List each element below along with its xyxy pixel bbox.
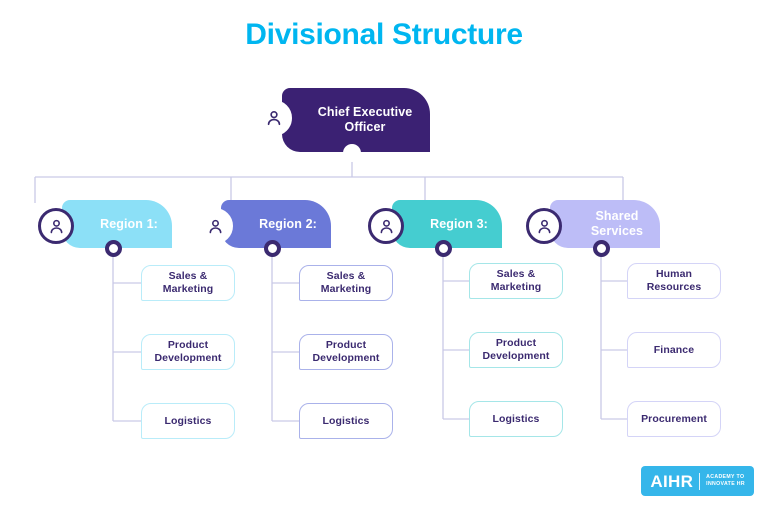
leaf-label: Sales & Marketing [490,268,542,293]
leaf-shared-services-finance[interactable]: Finance [627,332,721,368]
node-label: Region 3: [430,216,488,231]
leaf-label: Logistics [322,414,370,427]
person-icon [197,208,233,244]
person-icon [256,100,292,136]
leaf-label: Sales & Marketing [162,270,214,295]
leaf-label: Product Development [482,337,550,362]
connector-dot-ceo [343,144,361,162]
node-label: Chief Executive Officer [317,105,413,134]
aihr-logo: AIHR ACADEMY TO INNOVATE HR [641,466,754,496]
leaf-label: Product Development [154,339,222,364]
node-label: Region 1: [100,216,158,231]
node-label: Shared Services [590,209,644,238]
leaf-region-3-sales-marketing[interactable]: Sales & Marketing [469,263,563,299]
person-icon [526,208,562,244]
leaf-label: Logistics [492,412,540,425]
leaf-shared-services-human-resources[interactable]: Human Resources [627,263,721,299]
leaf-region-2-product-development[interactable]: Product Development [299,334,393,370]
leaf-label: Finance [653,343,695,356]
logo-divider [699,472,701,490]
node-label: Region 2: [259,216,317,231]
leaf-region-2-logistics[interactable]: Logistics [299,403,393,439]
leaf-label: Logistics [164,414,212,427]
leaf-region-1-sales-marketing[interactable]: Sales & Marketing [141,265,235,301]
connector-dot-region-2 [264,240,281,257]
logo-wordmark: AIHR [650,471,694,491]
page-title: Divisional Structure [245,18,523,51]
person-icon [368,208,404,244]
leaf-region-1-logistics[interactable]: Logistics [141,403,235,439]
connector-dot-shared-services [593,240,610,257]
logo-tagline-line-2: INNOVATE HR [706,481,745,487]
leaf-region-1-product-development[interactable]: Product Development [141,334,235,370]
leaf-label: Human Resources [646,268,702,293]
connector-dot-region-1 [105,240,122,257]
connector-dot-region-3 [435,240,452,257]
leaf-shared-services-procurement[interactable]: Procurement [627,401,721,437]
leaf-region-3-logistics[interactable]: Logistics [469,401,563,437]
leaf-label: Procurement [641,412,707,425]
leaf-region-2-sales-marketing[interactable]: Sales & Marketing [299,265,393,301]
person-icon [38,208,74,244]
leaf-label: Product Development [312,339,380,364]
logo-tagline: ACADEMY TO INNOVATE HR [706,474,745,488]
leaf-region-3-product-development[interactable]: Product Development [469,332,563,368]
leaf-label: Sales & Marketing [320,270,372,295]
logo-tagline-line-1: ACADEMY TO [706,473,745,480]
node-chief-executive-officer[interactable]: Chief Executive Officer [282,88,430,152]
